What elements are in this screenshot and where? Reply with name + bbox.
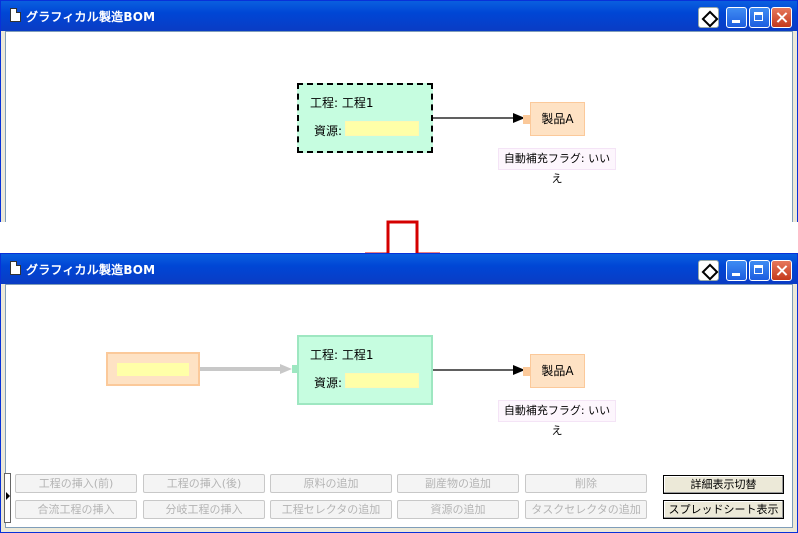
source-node[interactable] (106, 352, 200, 386)
process-node[interactable]: 工程: 工程1 資源: (297, 335, 433, 405)
add-resource-button[interactable]: 資源の追加 (397, 500, 519, 519)
insert-process-before-button[interactable]: 工程の挿入(前) (15, 474, 137, 493)
flow-arrow (433, 365, 525, 375)
process-title: 工程: 工程1 (310, 348, 374, 362)
product-node[interactable]: 製品A (523, 102, 585, 136)
document-icon (10, 261, 21, 275)
help-button[interactable] (698, 260, 719, 281)
product-node[interactable]: 製品A (523, 354, 585, 388)
product-label: 製品A (541, 364, 574, 378)
product-label: 製品A (541, 112, 574, 126)
add-material-button[interactable]: 原料の追加 (270, 474, 392, 493)
resource-label: 資源: (314, 376, 343, 390)
add-task-selector-button[interactable]: タスクセレクタの追加 (525, 500, 647, 519)
insert-process-after-button[interactable]: 工程の挿入(後) (143, 474, 265, 493)
auto-flag-label: 自動補充フラグ: いいえ (498, 400, 616, 437)
resource-label: 資源: (314, 124, 343, 138)
diamond-icon (701, 10, 719, 28)
title-bar[interactable]: グラフィカル製造BOM (1, 1, 797, 31)
product-port (523, 115, 531, 124)
resource-field[interactable] (345, 121, 419, 136)
product-port (523, 367, 531, 376)
title-bar[interactable]: グラフィカル製造BOM (1, 254, 797, 284)
close-button[interactable] (771, 260, 792, 281)
flow-arrow (433, 113, 525, 123)
delete-button[interactable]: 削除 (525, 474, 647, 493)
window-before: グラフィカル製造BOM 工程: 工程1 資源: 製品A 自動補充フラグ: いいえ (0, 0, 798, 222)
auto-flag-label: 自動補充フラグ: いいえ (498, 148, 616, 185)
gray-flow-arrow (200, 364, 298, 374)
diamond-icon (701, 263, 719, 281)
insert-merge-process-button[interactable]: 合流工程の挿入 (15, 500, 137, 519)
resource-field[interactable] (345, 373, 419, 388)
minimize-button[interactable] (726, 260, 747, 281)
add-byproduct-button[interactable]: 副産物の追加 (397, 474, 519, 493)
close-button[interactable] (771, 7, 792, 28)
document-icon (10, 8, 21, 22)
detail-toggle-button[interactable]: 詳細表示切替 (663, 475, 784, 494)
minimize-button[interactable] (726, 7, 747, 28)
toolbar-handle[interactable] (4, 473, 11, 523)
source-field[interactable] (117, 363, 189, 376)
help-button[interactable] (698, 7, 719, 28)
insert-branch-process-button[interactable]: 分岐工程の挿入 (143, 500, 265, 519)
spreadsheet-view-button[interactable]: スプレッドシート表示 (663, 500, 784, 519)
add-process-selector-button[interactable]: 工程セレクタの追加 (270, 500, 392, 519)
diagram-canvas[interactable]: 工程: 工程1 資源: 製品A 自動補充フラグ: いいえ (5, 31, 793, 222)
window-title: グラフィカル製造BOM (26, 263, 156, 277)
window-title: グラフィカル製造BOM (26, 10, 156, 24)
maximize-button[interactable] (749, 260, 770, 281)
process-title: 工程: 工程1 (310, 96, 374, 110)
maximize-button[interactable] (749, 7, 770, 28)
process-node[interactable]: 工程: 工程1 資源: (297, 83, 433, 153)
